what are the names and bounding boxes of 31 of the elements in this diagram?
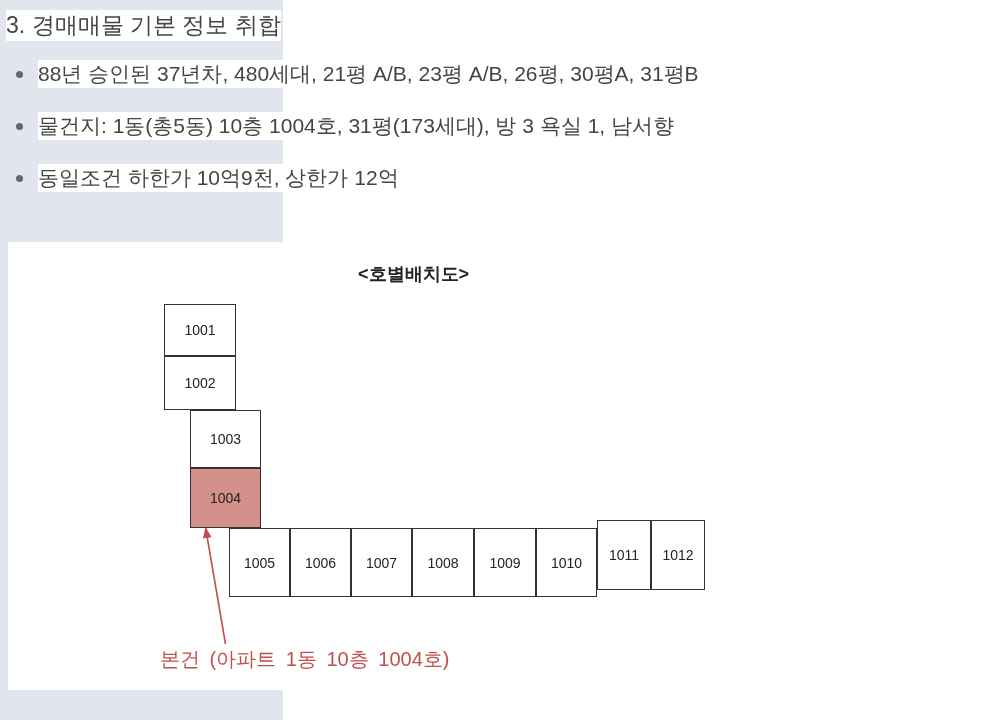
unit-box bbox=[351, 528, 412, 597]
unit-box bbox=[190, 410, 261, 468]
unit-number: 1010 bbox=[550, 554, 583, 571]
unit-number: 1005 bbox=[243, 554, 276, 571]
unit-number: 1002 bbox=[184, 375, 216, 391]
unit-number: 1007 bbox=[365, 554, 398, 571]
unit-box bbox=[164, 356, 236, 410]
unit-box bbox=[290, 528, 351, 597]
unit-box bbox=[474, 528, 536, 597]
unit-number: 1008 bbox=[427, 554, 459, 571]
arrow bbox=[202, 526, 227, 645]
unit-number: 1006 bbox=[304, 554, 337, 571]
unit-number: 1001 bbox=[184, 322, 216, 338]
unit-number: 1011 bbox=[608, 547, 640, 563]
unit-number: 1004 bbox=[209, 490, 242, 506]
bullet-text: 물건지: 1동(총5동) 10층 1004호, 31평(173세대), 방 3 욕실 1, 남서향 bbox=[38, 112, 674, 140]
unit-number: 1012 bbox=[662, 547, 694, 563]
slide-title: 3. 경매매물 기본 정보 취합 bbox=[6, 10, 281, 41]
bullet-text: 동일조건 하한가 10억9천, 상한가 12억 bbox=[38, 164, 399, 192]
unit-number: 1009 bbox=[489, 554, 521, 571]
unit-box bbox=[536, 528, 597, 597]
unit-box bbox=[164, 304, 236, 356]
unit-box bbox=[597, 520, 651, 590]
diagram-heading: <호별배치도> bbox=[358, 263, 470, 286]
unit-box bbox=[229, 528, 290, 597]
bullet-text: 88년 승인된 37년차, 480세대, 21평 A/B, 23평 A/B, 26평, 30평A, 31평B bbox=[38, 60, 699, 88]
unit-box bbox=[412, 528, 474, 597]
callout-label: 본건 (아파트 1동 10층 1004호) bbox=[160, 646, 450, 673]
unit-box bbox=[651, 520, 705, 590]
unit-number: 1003 bbox=[209, 431, 242, 447]
unit-box bbox=[190, 468, 261, 528]
